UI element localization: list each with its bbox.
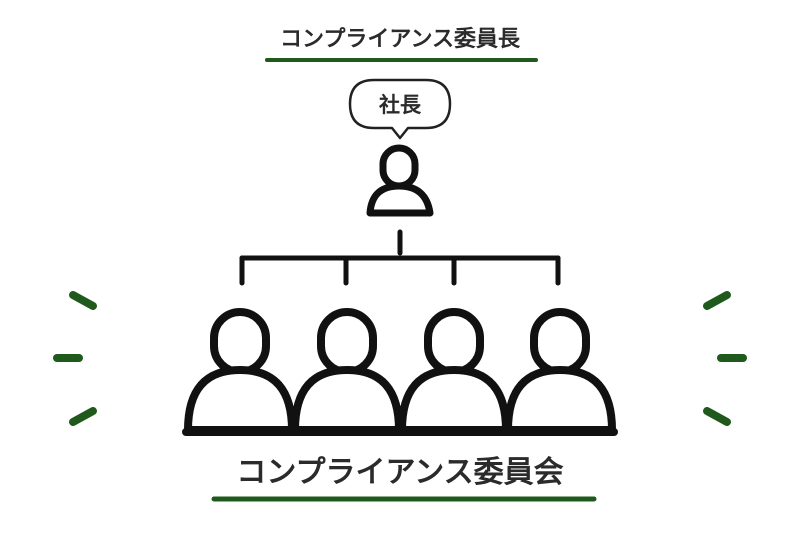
speech-bubble-icon xyxy=(348,78,452,140)
org-connector-lines xyxy=(239,229,561,286)
committee-members xyxy=(182,308,618,436)
member-person-icon xyxy=(291,308,403,434)
member-person-icon xyxy=(398,308,510,434)
president-person-icon xyxy=(366,144,434,217)
member-person-icon xyxy=(184,308,296,434)
top-title: コンプライアンス委員長 xyxy=(280,27,521,52)
emphasis-marks-left xyxy=(53,291,97,426)
bottom-title: コンプライアンス委員会 xyxy=(236,455,563,490)
member-person-icon xyxy=(504,308,616,434)
president-label: 社長 xyxy=(378,93,422,117)
emphasis-marks-right xyxy=(703,291,747,426)
president-speech-bubble: 社長 xyxy=(348,78,452,140)
